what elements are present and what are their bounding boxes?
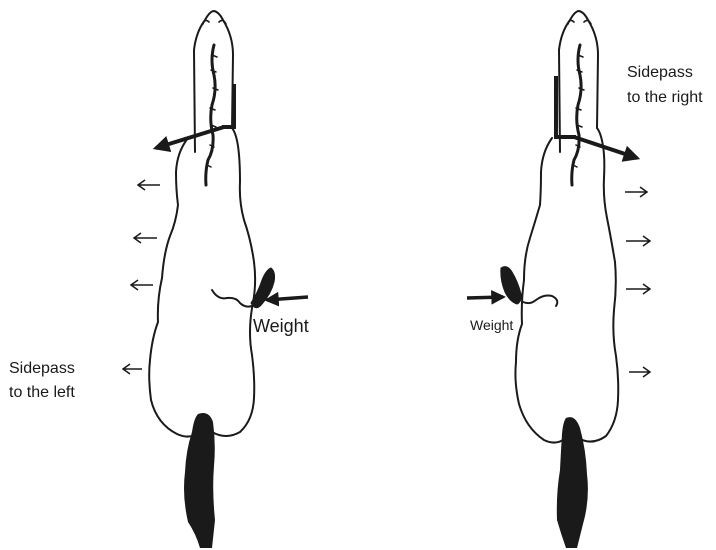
left-motion-arrows <box>123 180 160 374</box>
motion-arrow-left-1 <box>138 180 160 190</box>
right-caption-line2: to the right <box>627 88 703 107</box>
left-horse <box>149 11 255 437</box>
left-horse-leg <box>212 290 252 307</box>
motion-arrow-right-2 <box>626 236 650 246</box>
right-motion-arrows <box>625 187 650 377</box>
right-horse-ears <box>568 20 591 24</box>
right-horse-body <box>515 128 618 443</box>
right-weight-label: Weight <box>470 317 513 334</box>
motion-arrow-left-2 <box>134 233 157 243</box>
right-rein-arrow <box>574 137 637 158</box>
motion-arrow-left-4 <box>123 364 142 374</box>
motion-arrow-left-3 <box>131 280 153 290</box>
left-horse-body <box>149 128 255 437</box>
right-horse-tail <box>557 417 588 548</box>
left-weight-arrow <box>267 297 308 300</box>
motion-arrow-right-4 <box>629 367 650 377</box>
left-caption-line1: Sidepass <box>9 359 75 378</box>
left-horse-ears <box>203 20 226 24</box>
right-rider-foot <box>501 267 521 304</box>
left-weight-label: Weight <box>253 316 309 338</box>
motion-arrow-right-1 <box>625 187 647 197</box>
right-horse-leg <box>523 296 557 307</box>
left-rein <box>224 86 234 127</box>
left-horse-mane <box>206 45 215 185</box>
right-horse <box>515 11 618 443</box>
right-caption-line1: Sidepass <box>627 63 693 82</box>
left-caption-line2: to the left <box>9 383 75 402</box>
left-horse-tail <box>184 413 215 548</box>
right-weight-arrow <box>467 297 503 298</box>
motion-arrow-right-3 <box>626 284 650 294</box>
right-horse-mane <box>572 45 581 185</box>
